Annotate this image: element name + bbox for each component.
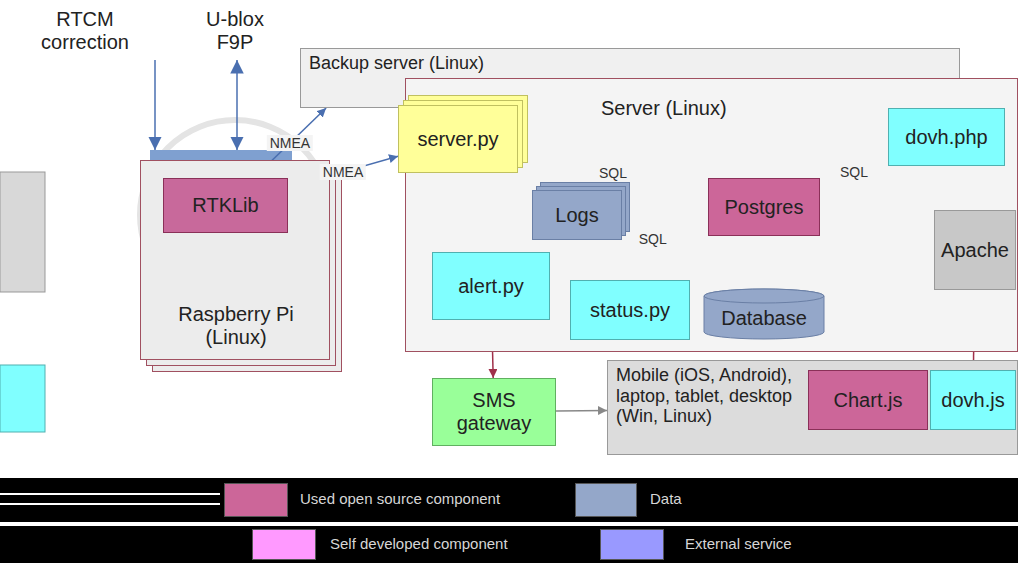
legend-text: Self developed component bbox=[330, 535, 508, 552]
input-arrow bbox=[154, 60, 156, 150]
legend-rule bbox=[0, 493, 220, 495]
cut-box bbox=[0, 172, 45, 292]
legend-rule bbox=[0, 503, 220, 505]
node-label: Server (Linux) bbox=[601, 97, 727, 120]
connector-label: SQL bbox=[596, 165, 630, 181]
input-arrow bbox=[236, 60, 238, 150]
legend-swatch bbox=[224, 483, 288, 517]
node-label: RTKLib bbox=[192, 194, 258, 217]
service-box: SMS gateway bbox=[432, 378, 556, 446]
node-label: Apache bbox=[941, 239, 1009, 262]
connector-label: SQL bbox=[837, 164, 871, 180]
script-box: alert.py bbox=[432, 252, 550, 320]
database-cylinder: Database bbox=[703, 288, 825, 340]
legend-swatch bbox=[575, 483, 637, 517]
legend-band bbox=[0, 478, 1018, 522]
node-label: Backup server (Linux) bbox=[309, 53, 484, 74]
legend-band bbox=[0, 526, 1018, 563]
connector-label: NMEA bbox=[267, 135, 313, 151]
node-label: server.py bbox=[417, 128, 498, 151]
script-box: status.py bbox=[570, 280, 690, 340]
node-label: Logs bbox=[555, 204, 598, 227]
component-box: Apache bbox=[934, 210, 1016, 290]
cylinder-body bbox=[704, 289, 824, 339]
client-box: Mobile (iOS, Android), laptop, tablet, d… bbox=[607, 360, 1018, 455]
script-box: dovh.php bbox=[888, 108, 1005, 166]
legend-text: Data bbox=[650, 490, 682, 507]
input-label: U-blox F9P bbox=[190, 8, 280, 54]
server-box: Server (Linux) server.py dovh.phpLogs Postg… bbox=[405, 78, 1018, 352]
connector-label: NMEA bbox=[320, 164, 366, 180]
legend-swatch bbox=[600, 529, 664, 560]
component-box: Chart.js bbox=[808, 370, 928, 430]
node-label: Chart.js bbox=[834, 389, 903, 412]
connector bbox=[556, 410, 607, 412]
script-box: server.py bbox=[398, 105, 518, 173]
node-label: Database bbox=[721, 299, 807, 330]
component-box: Postgres bbox=[708, 178, 820, 236]
legend-text: External service bbox=[685, 535, 792, 552]
device-box: Raspberry Pi (Linux) RTKLib bbox=[140, 160, 330, 360]
node-label: SMS gateway bbox=[438, 389, 550, 435]
node-label: Raspberry Pi (Linux) bbox=[161, 303, 311, 349]
node-label: dovh.js bbox=[941, 389, 1004, 412]
component-box: RTKLib bbox=[163, 178, 288, 233]
node-label: Postgres bbox=[725, 196, 804, 219]
node-label: alert.py bbox=[458, 275, 524, 298]
cut-box bbox=[0, 365, 45, 432]
script-box: dovh.js bbox=[930, 370, 1016, 430]
data-box: Logs bbox=[532, 190, 622, 240]
node-label: status.py bbox=[590, 299, 670, 322]
node-label: Mobile (iOS, Android), laptop, tablet, d… bbox=[616, 365, 806, 427]
node-label: dovh.php bbox=[905, 126, 987, 149]
legend-text: Used open source component bbox=[300, 490, 500, 507]
legend-swatch bbox=[252, 529, 316, 560]
cylinder-top bbox=[704, 289, 824, 303]
input-label: RTCM correction bbox=[30, 8, 140, 54]
connector-label: SQL bbox=[636, 231, 670, 247]
